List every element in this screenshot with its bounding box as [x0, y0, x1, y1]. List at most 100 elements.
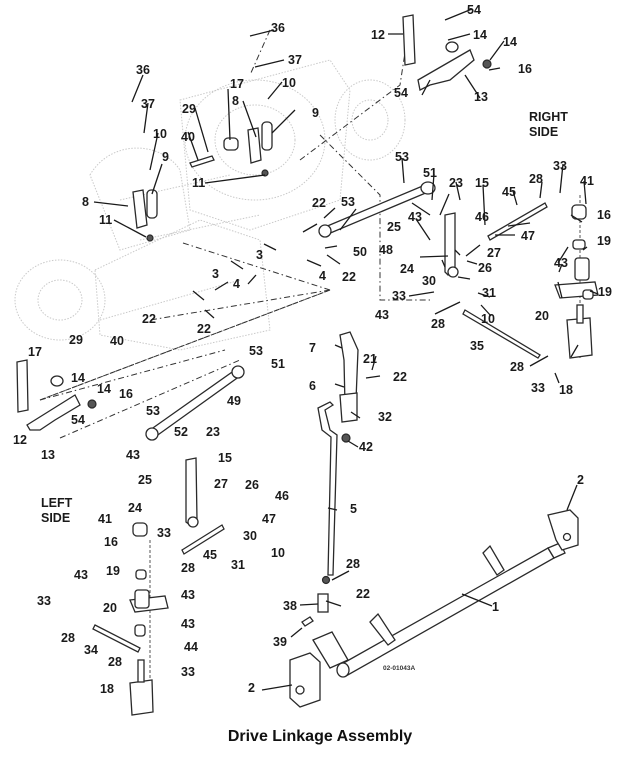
bracket-part-2-lower — [289, 652, 321, 708]
clevis-part-38 — [301, 575, 331, 627]
callout: 8 — [232, 94, 239, 108]
callout: 9 — [162, 150, 169, 164]
callout: 14 — [71, 371, 85, 385]
callout: 43 — [375, 308, 389, 322]
callout: 53 — [146, 404, 160, 418]
callout: 33 — [157, 526, 171, 540]
callout: 17 — [28, 345, 42, 359]
callout: 28 — [61, 631, 75, 645]
callout: 23 — [206, 425, 220, 439]
callout: 44 — [184, 640, 198, 654]
callout: 28 — [346, 557, 360, 571]
callout: 40 — [110, 334, 124, 348]
callout: 22 — [356, 587, 370, 601]
callout: 1 — [492, 600, 499, 614]
callout: 53 — [341, 195, 355, 209]
callout: 48 — [379, 243, 393, 257]
callout: 43 — [181, 588, 195, 602]
callout: 10 — [282, 76, 296, 90]
callout: 45 — [502, 185, 516, 199]
callout: 10 — [481, 312, 495, 326]
callout: 40 — [181, 130, 195, 144]
callout-leader-lines — [93, 8, 599, 691]
callout: 8 — [82, 195, 89, 209]
callout: 9 — [312, 106, 319, 120]
callout: 34 — [84, 643, 98, 657]
callout: 13 — [474, 90, 488, 104]
rod-part-45-left — [181, 524, 225, 555]
drive-shaft-part-1 — [312, 542, 566, 678]
callout: 18 — [559, 383, 573, 397]
callout: 33 — [37, 594, 51, 608]
callout: 3 — [212, 267, 219, 281]
callout: 14 — [97, 382, 111, 396]
callout: 12 — [13, 433, 27, 447]
pivot-assembly-right — [554, 204, 599, 359]
callout: 53 — [249, 344, 263, 358]
callout: 28 — [181, 561, 195, 575]
callout: 19 — [597, 234, 611, 248]
callout: 54 — [394, 86, 408, 100]
callout: 22 — [393, 370, 407, 384]
callout: 5 — [350, 502, 357, 516]
callout: 25 — [387, 220, 401, 234]
callout: 41 — [98, 512, 112, 526]
damper-rod-part-49 — [145, 365, 245, 441]
control-arm-part-8-9-left — [132, 189, 158, 242]
pivot-assembly-left — [129, 522, 169, 716]
callout: 2 — [248, 681, 255, 695]
callout: 22 — [312, 196, 326, 210]
callout: 37 — [141, 97, 155, 111]
callout: 16 — [104, 535, 118, 549]
callout: 25 — [138, 473, 152, 487]
callout: 30 — [422, 274, 436, 288]
mounting-bracket-part-12-13-right — [402, 14, 492, 91]
callout: 31 — [482, 286, 496, 300]
callout: 43 — [74, 568, 88, 582]
left-side-label-line2: SIDE — [41, 511, 70, 525]
rod-part-35 — [462, 309, 541, 359]
callout: 17 — [230, 77, 244, 91]
callout: 45 — [203, 548, 217, 562]
right-side-label-line2: SIDE — [529, 125, 558, 139]
callout: 28 — [108, 655, 122, 669]
callout: 21 — [363, 352, 377, 366]
right-side-label-line1: RIGHT — [529, 110, 568, 124]
callout: 11 — [192, 176, 205, 190]
callout: 16 — [597, 208, 611, 222]
callout: 54 — [71, 413, 85, 427]
callout: 30 — [243, 529, 257, 543]
callout: 28 — [510, 360, 524, 374]
callout: 12 — [371, 28, 385, 42]
callout: 20 — [103, 601, 117, 615]
rod-part-34 — [92, 624, 141, 653]
callout: 50 — [353, 245, 367, 259]
callout: 39 — [273, 635, 287, 649]
callout: 41 — [580, 174, 594, 188]
callout: 28 — [529, 172, 543, 186]
callout: 31 — [231, 558, 245, 572]
callout-labels: 36 37 10 17 8 9 29 40 11 36 37 10 9 8 11… — [13, 3, 612, 696]
callout: 51 — [271, 357, 285, 371]
callout: 4 — [319, 269, 326, 283]
callout: 42 — [359, 440, 373, 454]
callout: 49 — [227, 394, 241, 408]
callout: 53 — [395, 150, 409, 164]
callout: 32 — [378, 410, 392, 424]
callout: 7 — [309, 341, 316, 355]
callout: 46 — [275, 489, 289, 503]
callout: 33 — [181, 665, 195, 679]
callout: 22 — [142, 312, 156, 326]
callout: 27 — [214, 477, 228, 491]
callout: 33 — [531, 381, 545, 395]
callout: 11 — [99, 213, 112, 227]
callout: 19 — [598, 285, 612, 299]
callout: 20 — [535, 309, 549, 323]
callout: 52 — [174, 425, 188, 439]
callout: 29 — [182, 102, 196, 116]
callout: 37 — [288, 53, 302, 67]
callout: 36 — [136, 63, 150, 77]
callout: 3 — [256, 248, 263, 262]
callout: 15 — [218, 451, 232, 465]
